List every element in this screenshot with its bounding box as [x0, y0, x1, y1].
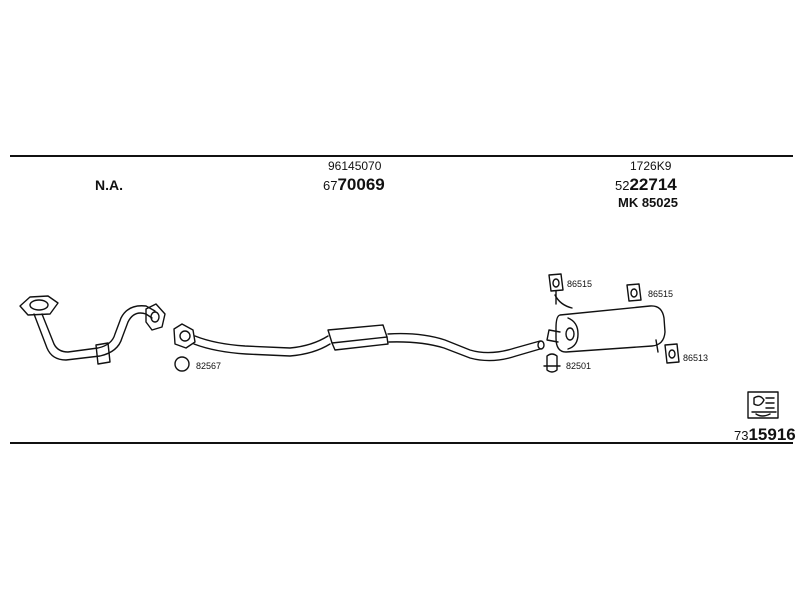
- silencer-hanger: [554, 294, 573, 309]
- mount-upper-left-label: 86515: [567, 279, 593, 289]
- rear-pipe-inner: [388, 341, 541, 362]
- diagram-logo-icon: [747, 391, 779, 419]
- right-part-prefix: 52: [615, 178, 630, 193]
- right-part-number: 5222714: [615, 176, 677, 194]
- diagram-number-main: 15916: [748, 425, 796, 444]
- mount-upper-right-label: 86515: [648, 289, 674, 299]
- diagram-number-prefix: 73: [734, 428, 749, 443]
- diagram-number: 7315916: [734, 426, 796, 444]
- gasket-ring-icon: [174, 356, 190, 372]
- middle-silencer: [327, 324, 389, 351]
- intermediate-pipe-inner: [193, 343, 331, 357]
- gasket-front-label: 82567: [196, 361, 222, 371]
- mount-upper-right-icon: [626, 283, 642, 302]
- intermediate-pipe: [194, 335, 329, 349]
- mount-upper-left-icon: [548, 273, 564, 305]
- mount-lower-label: 86513: [683, 353, 709, 363]
- center-part-number: 6770069: [323, 176, 385, 194]
- front-flange: [19, 295, 59, 316]
- na-label: N.A.: [95, 177, 123, 193]
- right-part-main: 22714: [629, 175, 677, 194]
- clamp-icon: [543, 353, 561, 373]
- front-downpipe-inner: [41, 305, 156, 353]
- center-part-small: 96145070: [328, 159, 382, 173]
- front-downpipe: [33, 312, 153, 361]
- rear-pipe-end: [537, 340, 545, 350]
- rear-silencer: [546, 305, 666, 353]
- mount-lower-icon: [664, 343, 680, 364]
- center-part-prefix: 67: [323, 178, 338, 193]
- center-part-main: 70069: [337, 175, 385, 194]
- downpipe-clamp: [95, 342, 111, 365]
- rear-pipe: [387, 332, 541, 354]
- bottom-rule: [10, 442, 793, 444]
- clamp-label: 82501: [566, 361, 592, 371]
- right-mk-number: MK 85025: [618, 195, 678, 210]
- top-rule: [10, 155, 793, 157]
- middle-flange: [173, 323, 196, 349]
- downpipe-end-flange: [145, 303, 166, 331]
- right-part-small: 1726K9: [630, 159, 672, 173]
